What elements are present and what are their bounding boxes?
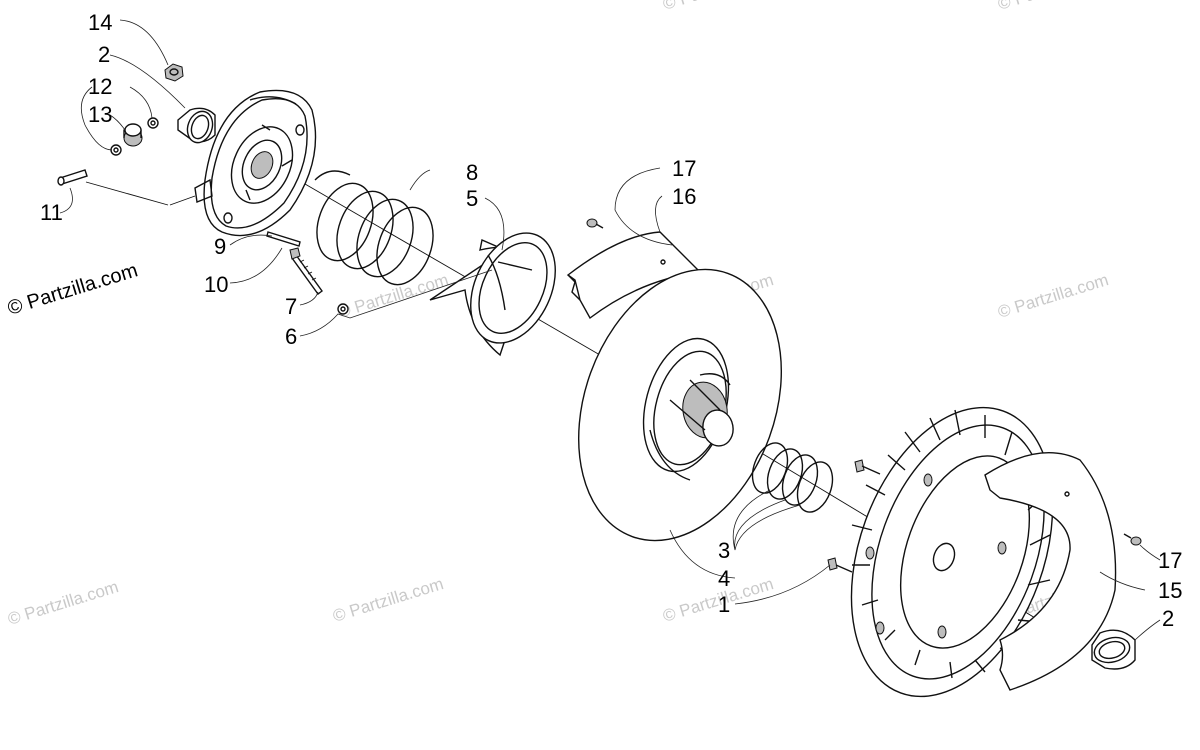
watermark-text: © Partzilla.com [6, 577, 121, 629]
screw-17-bottom [1123, 533, 1142, 546]
washer-12-a [147, 117, 159, 129]
callout-6: 6 [285, 324, 297, 349]
callout-13: 13 [88, 102, 112, 127]
callout-2: 2 [1162, 606, 1174, 631]
bolt-7 [289, 247, 323, 295]
watermark-text: © Partzilla.com [661, 0, 776, 14]
spring-3 [751, 442, 834, 513]
watermark-text: © Partzilla.com [336, 270, 451, 322]
washer-6 [337, 303, 349, 315]
sheave-disc [577, 268, 783, 542]
callout-12: 12 [88, 74, 112, 99]
stud-1-b [827, 557, 853, 573]
callout-8: 8 [466, 160, 478, 185]
bushing-2-top [177, 107, 216, 144]
pin-9 [266, 231, 301, 247]
stud-1-a [854, 459, 881, 475]
nut-14 [164, 63, 184, 82]
cover-plate [194, 89, 317, 237]
callout-9: 9 [214, 234, 226, 259]
shield-15 [984, 452, 1117, 691]
callout-16: 16 [672, 184, 696, 209]
washer-12-b [110, 144, 122, 156]
copyright-text: © Partzilla.com [5, 259, 140, 319]
callout-17: 17 [1158, 548, 1182, 573]
callouts: 14 2 12 13 11 9 10 7 6 8 5 17 16 3 4 1 1… [40, 10, 1182, 631]
callout-11: 11 [40, 200, 63, 225]
leader-lines [59, 19, 1161, 641]
callout-17: 17 [672, 156, 696, 181]
callout-3: 3 [718, 538, 730, 563]
callout-7: 7 [285, 294, 297, 319]
bushing-13 [123, 123, 143, 147]
callout-15: 15 [1158, 578, 1182, 603]
callout-4: 4 [718, 566, 730, 591]
callout-5: 5 [466, 186, 478, 211]
callout-14: 14 [88, 10, 112, 35]
cam-5 [429, 232, 556, 357]
watermark-text: © Partzilla.com [331, 574, 446, 626]
callout-1: 1 [718, 592, 730, 617]
watermark-text: © Partzilla.com [996, 270, 1111, 322]
pin-11 [57, 169, 88, 186]
watermark-text: © Partzilla.com [996, 0, 1111, 14]
screw-17-top [586, 218, 604, 229]
bushing-2-bottom [1091, 629, 1136, 670]
callout-2: 2 [98, 42, 110, 67]
callout-10: 10 [204, 272, 228, 297]
spring-8 [314, 170, 434, 286]
